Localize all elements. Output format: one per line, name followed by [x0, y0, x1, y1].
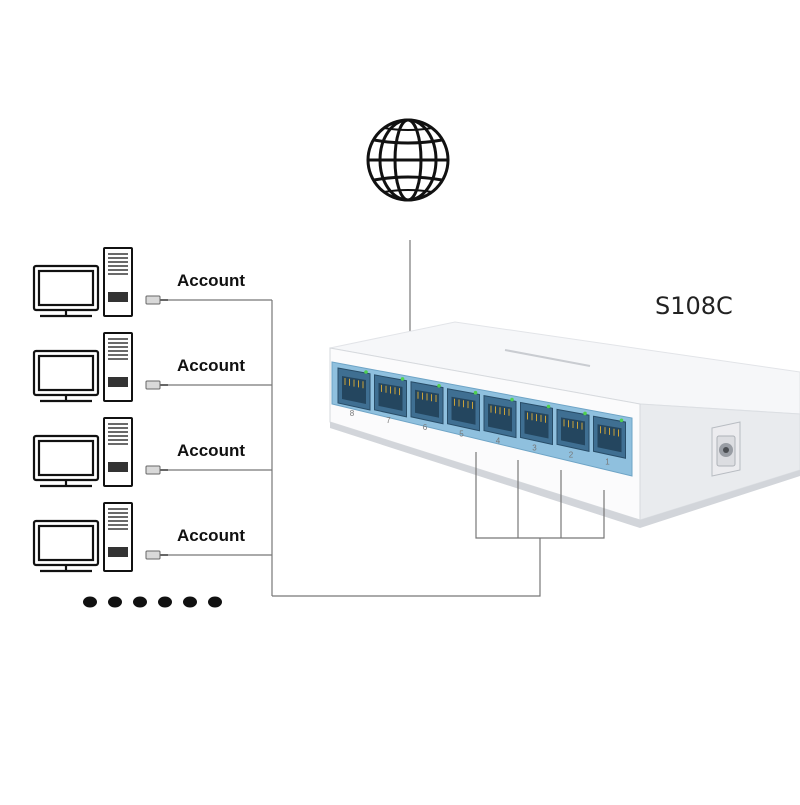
- port-led: [583, 411, 587, 416]
- client-stations: [32, 247, 272, 573]
- port-number-label: 6: [423, 423, 428, 432]
- pc-tower-icon: [103, 332, 133, 402]
- port-led: [364, 370, 368, 374]
- port-led: [400, 377, 405, 381]
- more-dot: [133, 596, 147, 608]
- more-dot: [208, 596, 222, 608]
- port-number-label: 5: [459, 430, 464, 439]
- globe-icon: [366, 118, 450, 202]
- rj45-ports: 8 7 6 5 4 3 2 1: [337, 367, 626, 466]
- port-number-label: 1: [605, 457, 610, 466]
- rj45-port: [447, 388, 480, 432]
- client-station: [32, 247, 272, 318]
- monitor-icon: [32, 519, 100, 573]
- rj45-port: [556, 408, 590, 453]
- port-led: [510, 397, 514, 402]
- port-led: [546, 404, 551, 409]
- port-number-label: 8: [350, 409, 355, 418]
- rj45-port: [337, 367, 371, 411]
- dc-power-jack-icon: [711, 421, 741, 477]
- port-led: [619, 418, 624, 423]
- pc-tower-icon: [103, 502, 133, 572]
- more-dot: [108, 596, 122, 608]
- client-station: [32, 332, 272, 403]
- rj45-port: [483, 395, 517, 439]
- rj45-port: [374, 374, 407, 418]
- port-number-label: 4: [496, 437, 501, 446]
- port-number-label: 7: [386, 416, 391, 425]
- pc-tower-icon: [103, 247, 133, 317]
- client-label-3: Account: [177, 441, 245, 460]
- more-clients-indicator: [83, 596, 222, 608]
- rj45-port: [410, 381, 444, 425]
- client-station: [32, 417, 272, 488]
- ethernet-plug-icon: [145, 380, 168, 390]
- rj45-port: [520, 401, 553, 446]
- port-led: [473, 390, 478, 395]
- rj45-port: [593, 415, 626, 459]
- more-dot: [83, 596, 97, 608]
- client-label-2: Account: [177, 356, 245, 375]
- ethernet-plug-icon: [145, 550, 168, 560]
- pc-tower-icon: [103, 417, 133, 487]
- more-dot: [183, 596, 197, 608]
- ethernet-plug-icon: [145, 295, 168, 305]
- monitor-icon: [32, 349, 100, 403]
- client-label-4: Account: [177, 526, 245, 545]
- ethernet-plug-icon: [145, 465, 168, 475]
- port-cables: [272, 452, 605, 597]
- switch-device: 8 7 6 5 4 3 2 1: [329, 321, 800, 528]
- client-label-1: Account: [177, 271, 245, 290]
- model-label: S108C: [655, 292, 733, 320]
- switch-logo-mark: [504, 349, 591, 367]
- port-number-label: 3: [532, 444, 537, 453]
- port-led: [437, 384, 441, 388]
- monitor-icon: [32, 434, 100, 488]
- monitor-icon: [32, 264, 100, 318]
- client-station: [32, 502, 272, 573]
- more-dot: [158, 596, 172, 608]
- port-number-label: 2: [569, 450, 574, 459]
